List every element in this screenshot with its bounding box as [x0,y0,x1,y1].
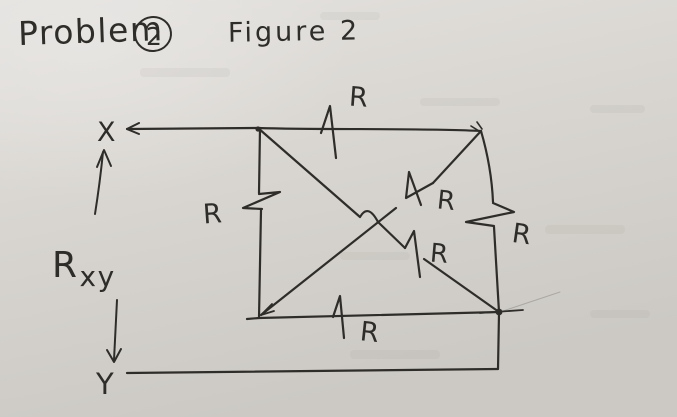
rxy-down-arrow-shaft [113,299,118,361]
figure-caption: Figure 2 [228,15,361,48]
resistor-diagonal-tlbr-mark [403,229,422,279]
resistor-diagonal-trbl-mark [404,170,435,207]
x-arrowhead-icon [126,122,140,135]
resistor-left-mark [241,190,282,211]
wire-br-to-y [496,311,501,371]
wire-left-edge-upper [257,126,262,195]
resistor-top-mark [319,104,338,160]
wire-diagonal-trbl-upper [431,129,483,185]
rxy-up-arrow-shaft [94,151,104,215]
wire-right-edge-upper [479,129,495,204]
rxy-down-arrowhead-icon [106,348,122,363]
wire-x-lead [125,126,260,131]
resistor-diagonal-tlbr-label: R [429,238,451,270]
diagonal-end-tick [260,303,275,316]
wire-diagonal-tlbr-lower [422,257,501,314]
paper-smudges [140,12,650,359]
resistor-diagonal-trbl-label: R [435,185,458,217]
rxy-up-arrowhead-icon [96,149,112,168]
wire-top-edge [256,126,483,133]
br-faint-pencil-line [496,291,561,314]
resistor-bottom-label: R [358,316,381,349]
terminal-y-label: Y [95,367,115,401]
circled-number-icon [134,15,172,53]
rxy-symbol: R [52,245,79,286]
terminal-x-label: X [97,117,117,148]
handwriting: Problem 2 Figure 2 X Y Rxy R R R R R R [17,9,534,401]
wire-diagonal-trbl-lower [259,206,398,317]
junction-top-left [255,126,261,132]
rxy-subscript: xy [80,260,116,293]
resistor-left-label: R [202,198,224,230]
junction-dots [255,126,503,316]
circuit-wires [94,104,561,375]
resistor-right-label: R [510,218,534,252]
wire-left-edge-lower [257,208,263,320]
wire-bottom-edge [245,310,502,321]
resistor-top-label: R [348,82,370,114]
wire-right-edge-lower [492,225,501,314]
tr-corner-ticks [470,121,483,132]
resistor-bottom-mark [331,294,346,340]
rxy-label: Rxy [52,245,116,293]
junction-bottom-right [495,308,503,316]
resistor-right-mark [464,201,516,228]
wire-y-lead [125,367,500,375]
problem-number: 2 [146,22,163,51]
